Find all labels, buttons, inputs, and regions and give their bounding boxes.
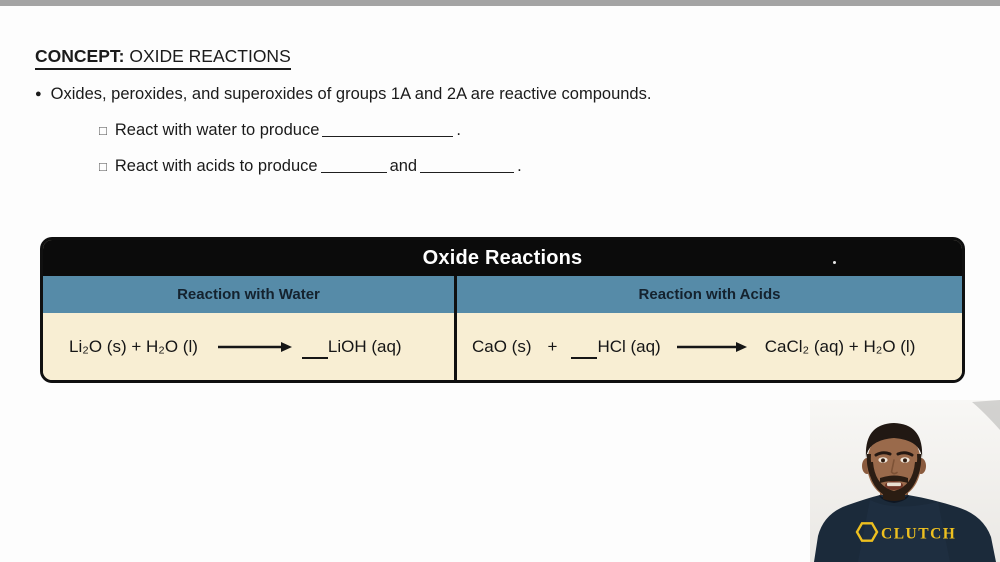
coefficient-blank [571, 347, 598, 359]
right-arrow-icon [676, 341, 747, 352]
period: . [456, 121, 461, 139]
stray-dot [833, 261, 836, 264]
eyebrow-left [874, 451, 892, 457]
mustache [880, 475, 908, 483]
water-reaction-cell: Li₂O (s) + H₂O (l) LiOH (aq) [43, 313, 457, 380]
oxide-reactions-table: Oxide Reactions Reaction with Water Reac… [40, 237, 965, 383]
clutch-logo-text: CLUTCH [881, 526, 956, 543]
fill-in-blank [320, 159, 387, 173]
column-header-acids: Reaction with Acids [457, 276, 962, 313]
acid-reaction-cell: CaO (s) + HCl (aq) CaCl₂ (aq) + H₂O (l) [457, 313, 962, 380]
sub-bullet-water: □ React with water to produce. [99, 121, 461, 140]
sub-bullet-acids-text: React with acids to produce [114, 157, 318, 175]
concept-title: OXIDE REACTIONS [129, 46, 291, 66]
clutch-hexagon-icon [855, 522, 879, 542]
clutch-logo: CLUTCH [855, 522, 956, 543]
corner-smudge [972, 400, 1000, 430]
beard-jaw [867, 462, 921, 499]
instructor-head [862, 423, 926, 501]
instructor-portrait: CLUTCH [810, 400, 1000, 562]
sub-bullet-water-text: React with water to produce [114, 121, 320, 139]
eye-left [878, 457, 888, 463]
table-body-row: Li₂O (s) + H₂O (l) LiOH (aq) CaO (s) + H… [43, 313, 962, 380]
right-arrow-icon [217, 341, 292, 352]
and-text: and [389, 157, 418, 175]
main-bullet-line: ● Oxides, peroxides, and superoxides of g… [35, 85, 651, 104]
hair [865, 423, 923, 458]
table-header-row: Reaction with Water Reaction with Acids [43, 276, 962, 313]
bullet-icon: ● [35, 88, 42, 100]
acid-products: CaCl₂ (aq) + H₂O (l) [764, 336, 916, 356]
square-bullet-icon: □ [99, 123, 107, 138]
concept-heading: CONCEPT: OXIDE REACTIONS [35, 45, 291, 70]
eyebrow-right [896, 451, 914, 457]
table-title: Oxide Reactions [422, 246, 583, 269]
chin-beard [883, 489, 905, 501]
water-product: LiOH (aq) [327, 336, 402, 356]
nose [890, 459, 898, 475]
concept-label: CONCEPT: [35, 46, 125, 66]
top-bar [0, 0, 1000, 6]
plus-sign: + [547, 336, 558, 356]
water-reactants: Li₂O (s) + H₂O (l) [69, 336, 198, 356]
instructor-torso [814, 495, 996, 562]
eye-right [900, 457, 910, 463]
fill-in-blank [322, 123, 454, 137]
webcam-video: CLUTCH [810, 400, 1000, 562]
column-header-water: Reaction with Water [43, 276, 457, 313]
square-bullet-icon: □ [99, 159, 107, 174]
period: . [517, 157, 522, 175]
acid-reactant2: HCl (aq) [597, 336, 661, 356]
mouth [885, 481, 903, 490]
coefficient-blank [301, 347, 328, 359]
acid-reactant1: CaO (s) [472, 336, 532, 356]
main-bullet-text: Oxides, peroxides, and superoxides of gr… [50, 85, 652, 103]
sub-bullet-acids: □ React with acids to produce and. [99, 157, 522, 176]
table-title-bar: Oxide Reactions [43, 240, 962, 276]
fill-in-blank [420, 159, 515, 173]
